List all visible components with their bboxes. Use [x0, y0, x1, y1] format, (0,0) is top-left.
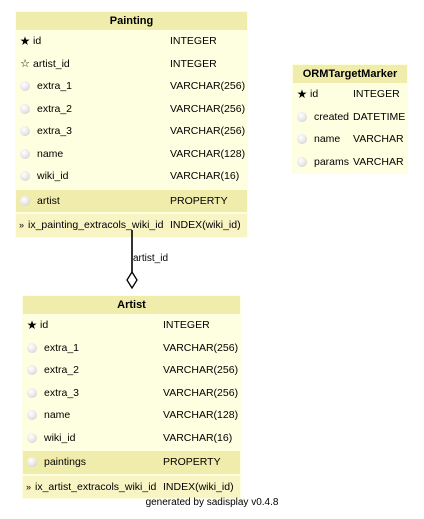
column-type: INTEGER — [353, 88, 400, 100]
column-row: ☆ artist_id INTEGER — [16, 53, 247, 76]
property-type: PROPERTY — [163, 456, 221, 468]
column-type: VARCHAR(256) — [163, 364, 239, 376]
column-row: created DATETIME — [293, 106, 407, 129]
column-row: extra_1 VARCHAR(256) — [23, 337, 240, 360]
column-name: extra_2 — [37, 102, 73, 115]
index-type: INDEX(wiki_id) — [170, 219, 241, 231]
column-dot-icon — [297, 111, 307, 122]
property-dot-icon — [20, 195, 30, 206]
column-name: artist_id — [33, 57, 70, 70]
index-arrow-icon: » — [19, 220, 25, 230]
column-type: VARCHAR(128) — [170, 147, 246, 160]
property-dot-icon — [27, 457, 37, 467]
index-type: INDEX(wiki_id) — [163, 480, 234, 493]
column-type: VARCHAR(256) — [163, 341, 239, 354]
index-name: ix_artist_extracols_wiki_id — [35, 480, 157, 493]
column-name: extra_1 — [37, 80, 73, 92]
column-name: name — [37, 147, 64, 160]
column-type: INTEGER — [170, 35, 217, 47]
column-dot-icon — [20, 148, 30, 159]
column-type: VARCHAR(256) — [170, 102, 246, 115]
primary-key-star-icon: ★ — [19, 34, 31, 48]
column-dot-icon — [27, 410, 37, 420]
table-title: Artist — [23, 296, 240, 314]
column-row: name VARCHAR(128) — [23, 404, 240, 427]
column-name: params — [314, 155, 350, 168]
column-name: extra_2 — [44, 364, 80, 376]
column-dot-icon — [20, 81, 30, 91]
column-row: extra_2 VARCHAR(256) — [23, 359, 240, 382]
index-arrow-icon: » — [26, 481, 32, 492]
column-name: created — [314, 110, 350, 123]
column-name: wiki_id — [44, 431, 76, 444]
column-type: VARCHAR(256) — [170, 125, 246, 137]
table-painting: Painting ★ id INTEGER ☆ artist_id INTEGE… — [15, 11, 248, 238]
column-name: id — [40, 319, 49, 331]
column-type: VARCHAR(256) — [163, 386, 239, 399]
column-name: extra_1 — [44, 341, 80, 354]
column-dot-icon — [27, 365, 37, 375]
relationship-connector — [126, 230, 138, 290]
footer-credit: generated by sadisplay v0.4.8 — [145, 497, 279, 508]
property-name: artist — [37, 194, 60, 207]
column-row: extra_2 VARCHAR(256) — [16, 98, 247, 121]
column-type: INTEGER — [170, 57, 217, 70]
column-name: wiki_id — [37, 170, 69, 182]
column-type: VARCHAR — [353, 133, 404, 145]
column-type: VARCHAR — [353, 155, 404, 168]
column-name: extra_3 — [37, 125, 73, 137]
column-type: VARCHAR(16) — [170, 170, 240, 182]
column-row: extra_1 VARCHAR(256) — [16, 75, 247, 98]
foreign-key-star-icon: ☆ — [20, 57, 30, 70]
column-type: VARCHAR(128) — [163, 409, 239, 421]
column-dot-icon — [20, 171, 30, 181]
aggregation-diamond-icon — [126, 270, 138, 290]
column-row: ★ id INTEGER — [293, 83, 407, 106]
column-row: wiki_id VARCHAR(16) — [23, 427, 240, 450]
property-row: paintings PROPERTY — [23, 451, 240, 474]
column-name: extra_3 — [44, 386, 80, 399]
column-name: id — [33, 35, 42, 47]
column-dot-icon — [297, 134, 307, 144]
index-name: ix_painting_extracols_wiki_id — [28, 219, 164, 231]
table-orm-target-marker: ORMTargetMarker ★ id INTEGER created DAT… — [292, 64, 408, 174]
column-row: extra_3 VARCHAR(256) — [16, 120, 247, 143]
column-name: id — [310, 88, 319, 100]
column-row: ★ id INTEGER — [23, 314, 240, 337]
index-row: » ix_artist_extracols_wiki_id INDEX(wiki… — [23, 475, 240, 498]
column-row: ★ id INTEGER — [16, 30, 247, 53]
column-row: extra_3 VARCHAR(256) — [23, 382, 240, 405]
index-row: » ix_painting_extracols_wiki_id INDEX(wi… — [16, 214, 247, 237]
property-type: PROPERTY — [170, 194, 228, 207]
primary-key-star-icon: ★ — [296, 87, 308, 101]
column-name: name — [44, 409, 71, 421]
column-row: params VARCHAR — [293, 151, 407, 174]
property-name: paintings — [44, 456, 87, 468]
table-title: ORMTargetMarker — [293, 65, 407, 83]
column-dot-icon — [27, 432, 37, 443]
table-artist: Artist ★ id INTEGER extra_1 VARCHAR(256)… — [22, 295, 241, 499]
table-title: Painting — [16, 12, 247, 30]
column-row: name VARCHAR(128) — [16, 143, 247, 166]
column-type: DATETIME — [353, 110, 406, 123]
column-row: wiki_id VARCHAR(16) — [16, 165, 247, 188]
column-dot-icon — [20, 103, 30, 114]
primary-key-star-icon: ★ — [26, 318, 38, 332]
column-type: VARCHAR(256) — [170, 80, 246, 92]
column-row: name VARCHAR — [293, 128, 407, 151]
column-type: INTEGER — [163, 319, 210, 331]
relationship-label: artist_id — [133, 253, 169, 264]
column-dot-icon — [297, 156, 307, 167]
column-dot-icon — [27, 387, 37, 398]
column-dot-icon — [20, 126, 30, 136]
column-name: name — [314, 133, 341, 145]
column-type: VARCHAR(16) — [163, 431, 233, 444]
column-dot-icon — [27, 342, 37, 353]
property-row: artist PROPERTY — [16, 189, 247, 212]
